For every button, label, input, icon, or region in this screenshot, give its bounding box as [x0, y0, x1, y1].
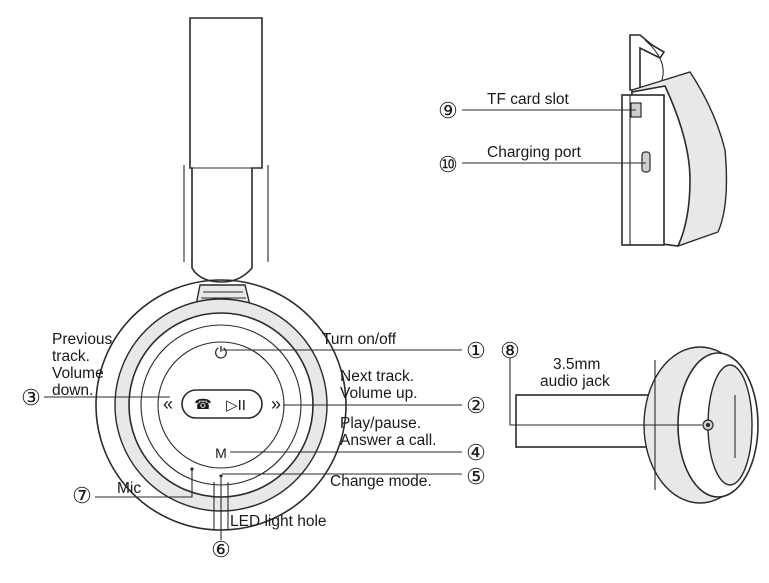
- label-charging-port: Charging port: [487, 144, 582, 161]
- callout-2-number: ②: [466, 393, 486, 418]
- mode-icon: M: [215, 445, 227, 461]
- callout-5-number: ⑤: [466, 464, 486, 489]
- label-audio-jack-line1: 3.5mm: [553, 356, 600, 373]
- label-prev-track-line4: down.: [52, 382, 93, 399]
- label-audio-jack-line2: audio jack: [540, 373, 610, 390]
- headphone-side-view-top: [621, 34, 728, 247]
- label-prev-track-line2: track.: [52, 348, 90, 365]
- label-tf-card-slot: TF card slot: [487, 91, 570, 108]
- label-prev-track-line3: Volume: [52, 365, 104, 382]
- callout-10-number: ⑩: [438, 152, 458, 177]
- callout-7-number: ⑦: [72, 483, 92, 508]
- power-icon: ⏻: [215, 345, 228, 362]
- label-next-track-line1: Next track.: [340, 368, 414, 385]
- led-hole: [219, 474, 223, 478]
- label-prev-track-line1: Previous: [52, 331, 113, 348]
- label-led-light-hole: LED light hole: [230, 513, 327, 530]
- callout-9-number: ⑨: [438, 98, 458, 123]
- label-next-track-line2: Volume up.: [340, 385, 418, 402]
- leader-lines: [44, 109, 702, 540]
- callout-4-number: ④: [466, 440, 486, 465]
- next-track-icon: »: [271, 394, 281, 414]
- label-mic: Mic: [117, 480, 141, 497]
- mic-hole: [190, 467, 194, 471]
- side-cup-inner: [707, 364, 753, 486]
- side-band-bottom: [515, 394, 651, 448]
- headband: [189, 17, 263, 283]
- phone-icon: ☎: [194, 396, 211, 412]
- callout-numbers: ① ② ③ ④ ⑤ ⑥ ⑦ ⑧ ⑨ ⑩: [21, 98, 520, 562]
- headphone-front-view: ⏻ « » ☎ ▷II M: [95, 17, 347, 531]
- callout-6-number: ⑥: [211, 537, 231, 562]
- callout-labels: Turn on/off Next track. Volume up. Previ…: [52, 91, 610, 530]
- play-pause-button: [181, 389, 263, 419]
- label-play-pause-line1: Play/pause.: [340, 415, 421, 432]
- label-change-mode: Change mode.: [330, 473, 432, 490]
- prev-track-icon: «: [163, 394, 173, 414]
- callout-1-number: ①: [466, 338, 486, 363]
- charging-port: [641, 151, 651, 173]
- callout-8-number: ⑧: [500, 338, 520, 363]
- label-play-pause-line2: Answer a call.: [340, 432, 436, 449]
- play-pause-icon: ▷II: [226, 397, 246, 414]
- callout-3-number: ③: [21, 385, 41, 410]
- label-turn-on-off: Turn on/off: [322, 331, 397, 348]
